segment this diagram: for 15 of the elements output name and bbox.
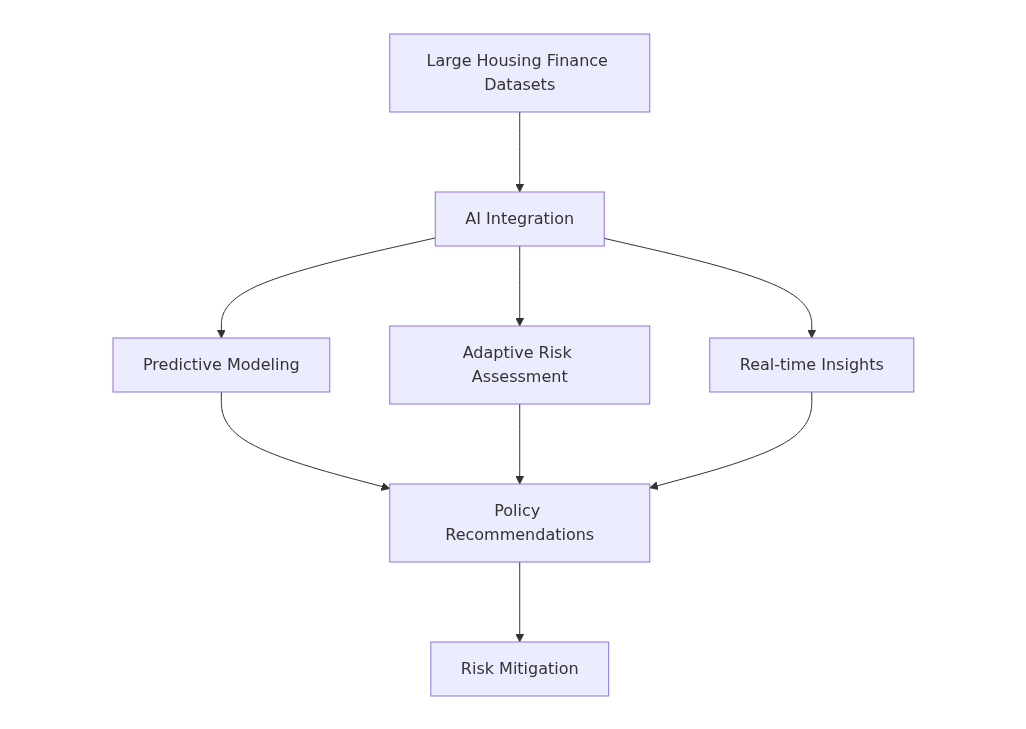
node-box: Risk Mitigation	[429, 641, 609, 696]
node-box: Large Housing Finance Datasets	[388, 33, 650, 112]
node-box: Real-time Insights	[708, 337, 914, 392]
node-box: Predictive Modeling	[112, 337, 330, 392]
arrow	[648, 391, 812, 490]
arrow	[514, 111, 524, 192]
arrow	[220, 391, 390, 491]
arrow	[216, 236, 436, 338]
arrow	[514, 403, 524, 484]
arrow	[514, 245, 524, 326]
arrow	[603, 237, 816, 338]
node-box: Policy Recommendations	[388, 483, 650, 562]
node-box: Adaptive Risk Assessment	[388, 325, 650, 404]
node-box: AI Integration	[434, 191, 605, 246]
arrow	[514, 561, 524, 642]
